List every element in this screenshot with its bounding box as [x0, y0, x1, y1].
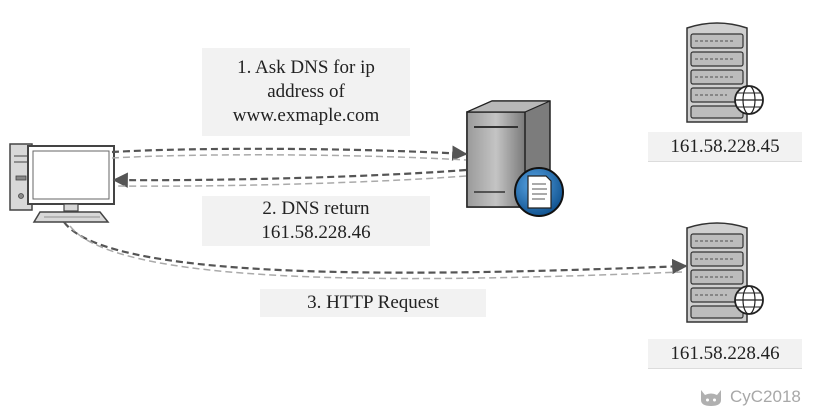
ask-dns-arrow-shadow: [111, 154, 467, 161]
server-ip-label: 161.58.228.45: [648, 132, 802, 162]
http-request-label: 3. HTTP Request: [260, 289, 486, 317]
ask-dns-arrow: [111, 145, 468, 161]
watermark: CyC2018: [698, 386, 801, 408]
web-server-icon: [686, 222, 764, 323]
dns-return-label: 2. DNS return 161.58.228.46: [202, 196, 430, 246]
dns-return-arrow: [112, 168, 467, 188]
ask-dns-line-3: www.exmaple.com: [232, 105, 380, 126]
desktop-computer-icon: [9, 143, 115, 223]
dns-return-line-2: 161.58.228.46: [261, 222, 371, 243]
web-server-icon: [686, 22, 764, 123]
dns-server-icon: [466, 100, 564, 217]
dns-return-line-1: 2. DNS return: [262, 198, 370, 219]
github-cat-icon: [701, 390, 721, 406]
server-ip-label: 161.58.228.46: [648, 339, 802, 369]
ask-dns-line-1: 1. Ask DNS for ip: [237, 57, 375, 78]
dns-return-arrow-shadow: [117, 175, 467, 187]
ask-dns-label: 1. Ask DNS for ip address of www.exmaple…: [202, 48, 410, 136]
watermark-text: CyC2018: [730, 387, 801, 406]
http-request-arrow-shadow: [69, 225, 683, 280]
ask-dns-line-2: address of: [267, 81, 345, 102]
http-request-text: 3. HTTP Request: [307, 292, 439, 313]
